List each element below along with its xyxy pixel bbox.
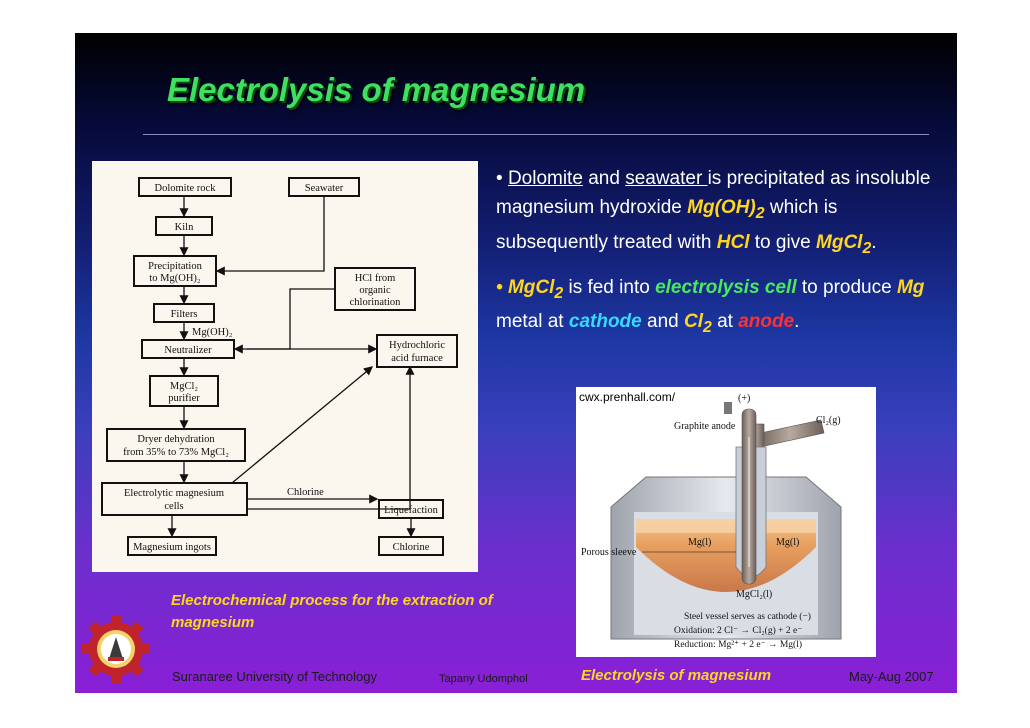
flow-neutralizer: Neutralizer — [164, 345, 212, 356]
slide-title: Electrolysis of magnesium — [167, 71, 586, 108]
title-divider — [143, 134, 929, 135]
molten-electrolyte — [636, 519, 816, 592]
flow-filters: Filters — [171, 309, 198, 320]
flow-hcl-3: chlorination — [350, 297, 401, 308]
cell-anode-label: Graphite anode — [674, 421, 736, 432]
cell-svg: (+) Graphite anode Cl₂(g) Porous sleeve … — [581, 393, 842, 650]
flow-chlorine-label: Chlorine — [287, 487, 324, 498]
flow-cells-2: cells — [164, 501, 183, 512]
flow-hcl-2: organic — [359, 285, 391, 296]
bullet-dolomite: • Dolomite and seawater is precipitated … — [496, 168, 931, 257]
cell-sleeve-label: Porous sleeve — [581, 547, 637, 558]
flow-dryer-2: from 35% to 73% MgCl₂ — [123, 447, 229, 458]
electrolysis-cell-figure: cwx.prenhall.com/ — [576, 387, 876, 657]
flow-furnace-2: acid furnace — [391, 353, 443, 364]
cell-oxidation: Oxidation: 2 Cl⁻ → Cl₂(g) + 2 e⁻ — [674, 625, 802, 636]
flow-precip-1: Precipitation — [148, 261, 202, 272]
footer-author: Tapany Udomphol — [439, 673, 528, 685]
image-source: cwx.prenhall.com/ — [579, 390, 676, 404]
cell-mg-right: Mg(l) — [776, 537, 799, 548]
flow-seawater: Seawater — [305, 183, 344, 194]
flow-purifier-2: purifier — [168, 393, 200, 404]
molten-mg-layer — [636, 519, 816, 533]
flow-hcl-1: HCl from — [355, 273, 396, 284]
flow-dryer-1: Dryer dehydration — [137, 434, 215, 445]
cell-steel-label: Steel vessel serves as cathode (−) — [684, 611, 811, 622]
flow-furnace-1: Hydrochloric — [389, 340, 445, 351]
anode-terminal — [724, 402, 732, 414]
flow-ingots: Magnesium ingots — [133, 542, 211, 553]
cell-mgcl2: MgCl₂(l) — [736, 589, 772, 600]
cl2-outlet — [755, 419, 825, 448]
flow-precip-2: to Mg(OH)₂ — [149, 273, 201, 284]
flow-chlorine-box: Chlorine — [393, 542, 430, 553]
footer-slide-label: Electrolysis of magnesium — [581, 667, 772, 684]
flow-mgoh: Mg(OH)₂ — [192, 327, 233, 338]
cell-cl2-label: Cl₂(g) — [816, 415, 841, 426]
slide: Electrolysis of magnesium — [75, 33, 957, 693]
flow-cells-1: Electrolytic magnesium — [124, 488, 224, 499]
flow-kiln: Kiln — [175, 222, 194, 233]
footer-date: May-Aug 2007 — [849, 669, 934, 684]
cell-reduction: Reduction: Mg²⁺ + 2 e⁻ → Mg(l) — [674, 639, 802, 650]
bullet-list: • Dolomite and seawater is precipitated … — [496, 164, 936, 352]
flow-dolomite: Dolomite rock — [155, 183, 217, 194]
flowchart-svg: Dolomite rock Seawater Kiln Precipitatio… — [101, 177, 458, 556]
cell-plus: (+) — [738, 393, 750, 404]
bullet-electrolysis: • MgCl2 is fed into electrolysis cell to… — [496, 276, 925, 337]
box-dryer — [106, 428, 246, 462]
cell-mg-left: Mg(l) — [688, 537, 711, 548]
footer-university: Suranaree University of Technology — [172, 669, 377, 684]
university-logo — [80, 613, 152, 685]
flow-purifier-1: MgCl₂ — [170, 381, 199, 392]
box-dolomite — [138, 177, 232, 197]
flowchart-figure: Dolomite rock Seawater Kiln Precipitatio… — [92, 161, 478, 572]
flow-liquefaction: Liquefaction — [384, 505, 438, 516]
figure-caption: Electrochemical process for the extracti… — [171, 592, 493, 631]
